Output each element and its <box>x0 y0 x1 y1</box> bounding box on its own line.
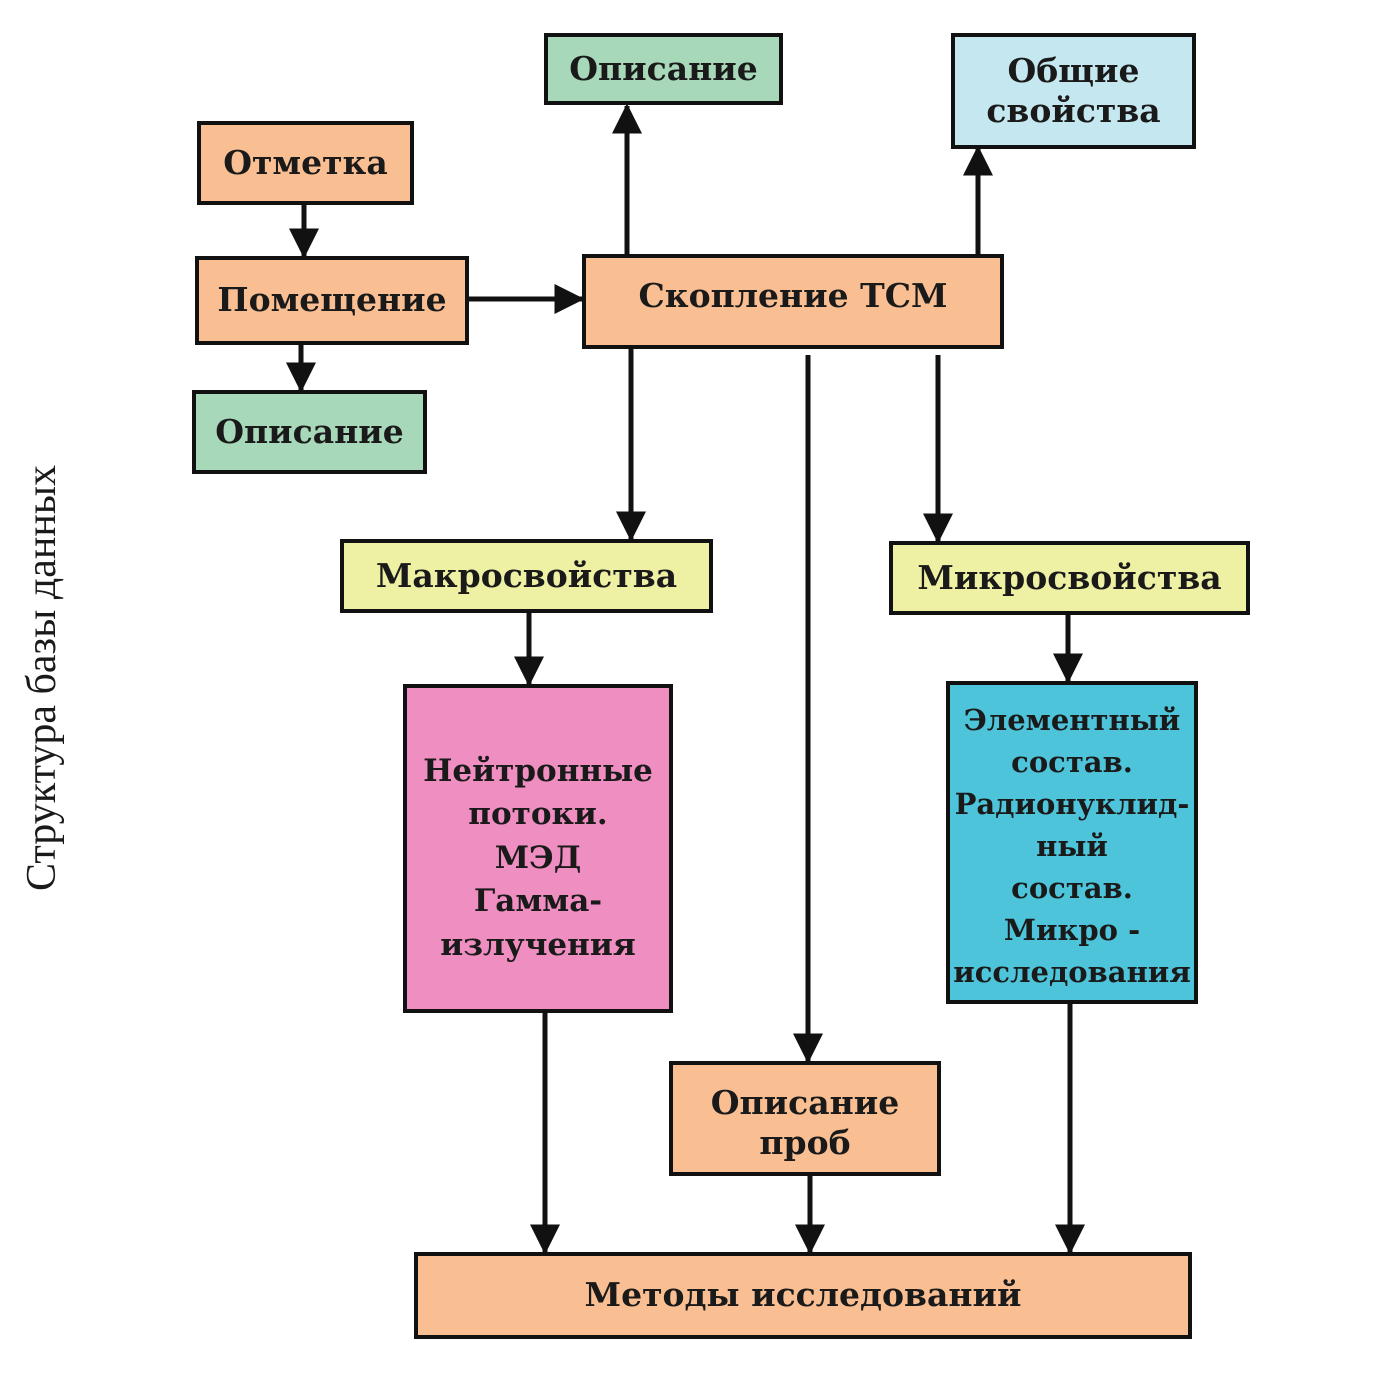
node-sample-description: Описание проб <box>669 1061 941 1176</box>
diagram-title: Структура базы данных <box>19 464 65 892</box>
node-room: Помещение <box>195 256 469 345</box>
node-micro-properties: Микросвойства <box>889 541 1250 615</box>
node-macro-composition: Нейтронные потоки. МЭД Гамма- излучения <box>403 684 673 1013</box>
node-cluster-description: Описание <box>544 33 783 105</box>
node-mark: Отметка <box>197 121 414 205</box>
node-general-properties: Общие свойства <box>951 33 1196 149</box>
node-room-description: Описание <box>192 390 427 474</box>
node-cluster-tsm: Скопление ТСМ <box>582 254 1004 349</box>
node-micro-composition: Элементный состав. Радионуклид- ный сост… <box>946 681 1198 1004</box>
node-research-methods: Методы исследований <box>414 1252 1192 1339</box>
node-macro-properties: Макросвойства <box>340 539 713 613</box>
